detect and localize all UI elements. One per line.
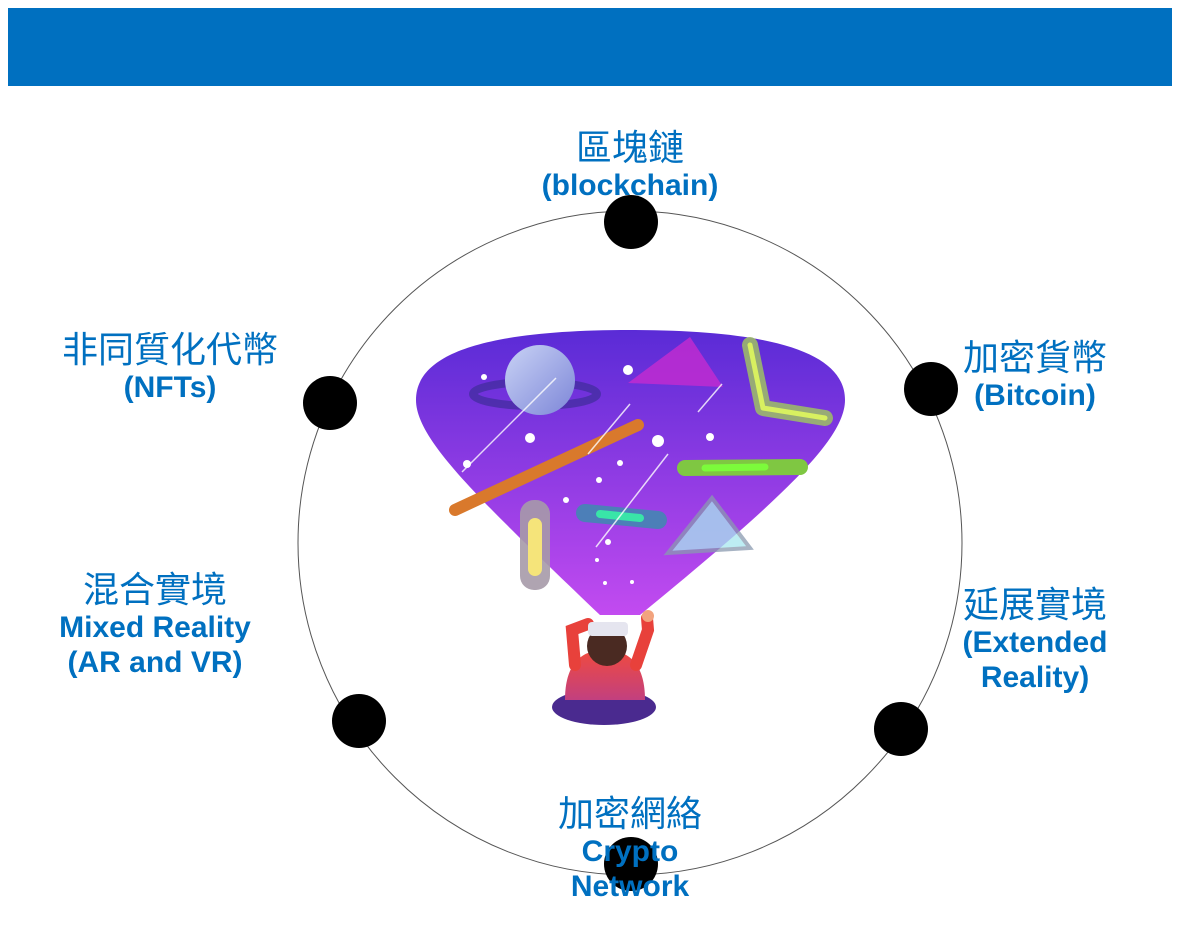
label-blockchain-zh: 區塊鏈 <box>575 128 684 169</box>
node-extended-reality <box>874 702 928 756</box>
node-nfts <box>303 376 357 430</box>
vr-user-space-illustration <box>416 330 845 725</box>
triangle-shape <box>628 337 723 387</box>
label-nfts-en: (NFTs) <box>123 371 217 405</box>
vr-user-icon <box>552 610 656 725</box>
label-nfts: 非同質化代幣 (NFTs) <box>20 330 320 406</box>
label-blockchain-en: (blockchain) <box>541 169 719 203</box>
label-nfts-zh: 非同質化代幣 <box>61 330 278 371</box>
label-blockchain: 區塊鏈 (blockchain) <box>460 128 800 204</box>
label-bitcoin-zh: 加密貨幣 <box>962 338 1107 379</box>
label-crypto-network: 加密網絡 Crypto Network <box>480 794 780 904</box>
label-mixed-reality-en: Mixed Reality (AR and VR) <box>59 611 251 679</box>
node-crypto-network <box>604 837 658 891</box>
label-extended-reality-zh: 延展實境 <box>962 585 1107 626</box>
planet-icon <box>469 345 601 415</box>
label-bitcoin: 加密貨幣 (Bitcoin) <box>920 338 1150 414</box>
node-mixed-reality <box>332 694 386 748</box>
label-mixed-reality: 混合實境 Mixed Reality (AR and VR) <box>20 570 290 680</box>
shooting-stars <box>461 377 723 548</box>
label-crypto-network-zh: 加密網絡 <box>557 794 702 835</box>
node-bitcoin <box>904 362 958 416</box>
label-extended-reality: 延展實境 (Extended Reality) <box>920 585 1150 695</box>
stars <box>463 365 714 585</box>
label-extended-reality-en: (Extended Reality) <box>962 626 1108 694</box>
triangle-shape <box>663 494 754 556</box>
label-crypto-network-en: Crypto Network <box>570 835 690 903</box>
top-banner <box>8 8 1172 86</box>
bar-shape <box>449 419 644 516</box>
node-blockchain <box>604 195 658 249</box>
label-mixed-reality-zh: 混合實境 <box>82 570 227 611</box>
label-bitcoin-en: (Bitcoin) <box>974 379 1096 413</box>
